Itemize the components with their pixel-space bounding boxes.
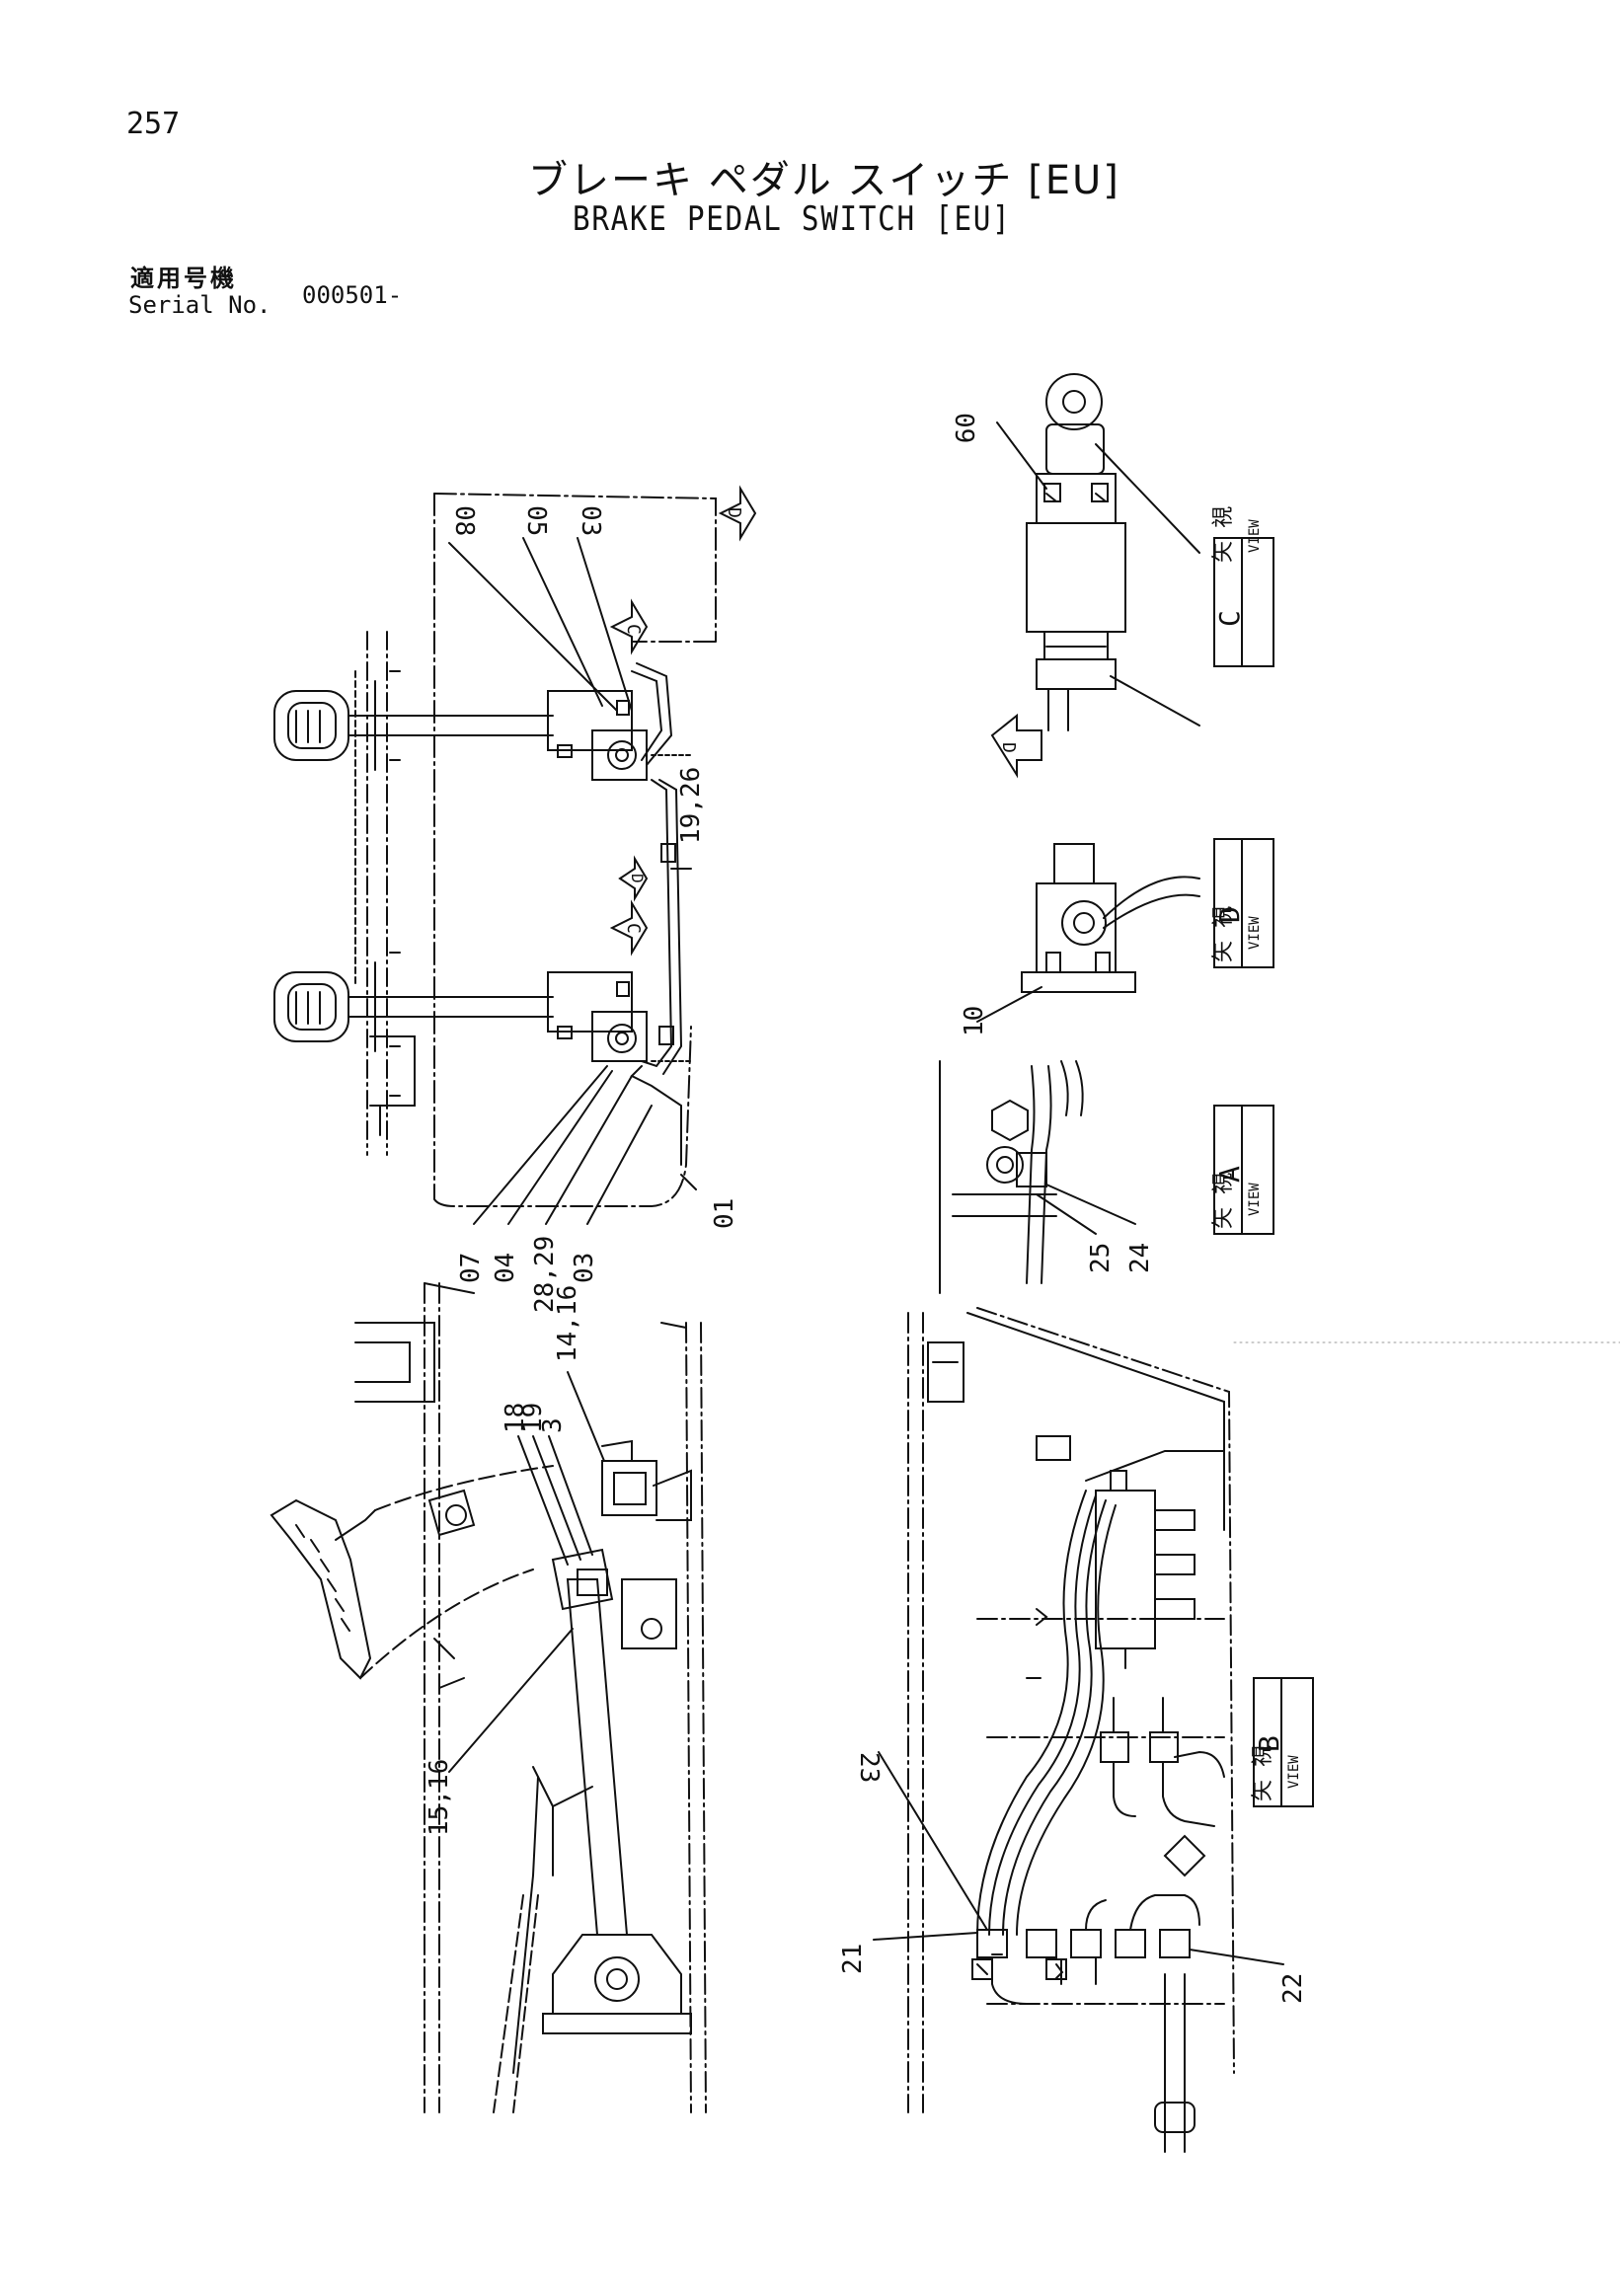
callout-18: 18 bbox=[501, 1403, 530, 1433]
callout-3: 3 bbox=[538, 1417, 568, 1433]
callout-09: 09 bbox=[949, 413, 978, 443]
arrow-label-d-1: D bbox=[724, 507, 744, 518]
view-a-letter: A bbox=[1213, 1166, 1246, 1183]
arrow-label-c-1: C bbox=[623, 624, 644, 635]
callout-24: 24 bbox=[1125, 1243, 1155, 1273]
view-b-letter: B bbox=[1253, 1735, 1285, 1752]
view-a-clamp bbox=[939, 1060, 1274, 1294]
callout-03-lower: 03 bbox=[570, 1253, 599, 1283]
callout-28-29: 28,29 bbox=[530, 1236, 560, 1313]
view-d-switch bbox=[976, 838, 1274, 1023]
view-c-switch bbox=[990, 373, 1274, 779]
top-view-assembly bbox=[273, 485, 757, 1225]
callout-08: 08 bbox=[449, 505, 479, 536]
arrow-view-d-label: D bbox=[998, 742, 1019, 753]
callout-25: 25 bbox=[1086, 1243, 1116, 1273]
side-view-linkage bbox=[270, 1282, 707, 2113]
callout-14-16: 14,16 bbox=[553, 1285, 582, 1362]
callout-10: 10 bbox=[960, 1006, 989, 1036]
page-number: 257 bbox=[126, 107, 181, 141]
view-b-word: VIEW bbox=[1286, 1755, 1302, 1789]
view-a-word: VIEW bbox=[1247, 1183, 1263, 1216]
serial-label-japanese: 適用号機 bbox=[130, 265, 237, 292]
serial-label-english: Serial No. bbox=[128, 291, 271, 319]
view-d-word: VIEW bbox=[1247, 916, 1263, 950]
view-b-kanji: 矢 視 bbox=[1251, 1745, 1275, 1801]
title-english: BRAKE PEDAL SWITCH [EU] bbox=[573, 199, 1012, 239]
callout-01: 01 bbox=[710, 1198, 739, 1229]
callout-15-16: 15,16 bbox=[424, 1759, 454, 1836]
view-d-kanji: 矢 視 bbox=[1211, 906, 1236, 962]
serial-number-value: 000501- bbox=[302, 281, 403, 309]
callout-21: 21 bbox=[838, 1944, 868, 1974]
view-d-letter: D bbox=[1213, 906, 1246, 923]
callout-19: 19 bbox=[518, 1403, 548, 1433]
view-b-harness bbox=[873, 1307, 1314, 2153]
view-c-word: VIEW bbox=[1247, 519, 1263, 553]
view-c-kanji: 矢 視 bbox=[1211, 506, 1236, 563]
callout-03-upper: 03 bbox=[576, 505, 605, 536]
arrow-label-d-2: D bbox=[628, 874, 647, 883]
callout-07: 07 bbox=[456, 1253, 486, 1283]
view-c-letter: C bbox=[1213, 610, 1246, 627]
view-a-kanji: 矢 視 bbox=[1211, 1173, 1236, 1229]
callout-05: 05 bbox=[521, 505, 551, 536]
callout-23: 23 bbox=[854, 1752, 884, 1783]
top-view-callouts: 08 05 03 19,26 07 04 28,29 03 01 C D D C bbox=[449, 505, 744, 1313]
callout-22: 22 bbox=[1278, 1973, 1308, 2004]
callout-04: 04 bbox=[491, 1253, 520, 1283]
callout-19-26: 19,26 bbox=[676, 767, 706, 844]
arrow-label-c-2: C bbox=[623, 923, 644, 934]
title-japanese: ブレーキ ペダル スイッチ [EU] bbox=[528, 158, 1120, 203]
